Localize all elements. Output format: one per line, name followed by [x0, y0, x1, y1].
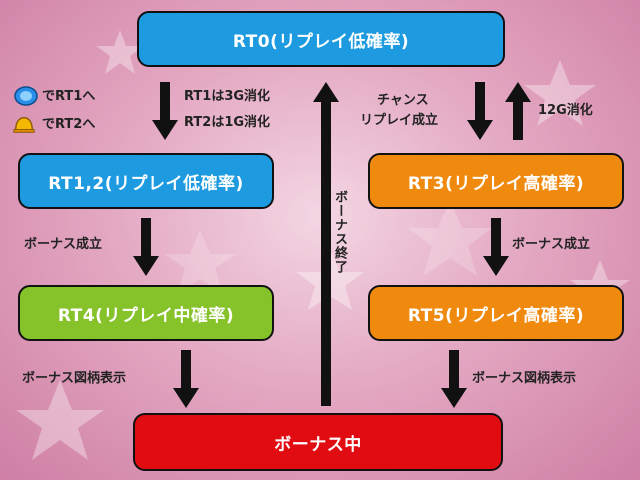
arrow-down-rt0-rt3 — [467, 82, 493, 140]
chance-label-line2: リプレイ成立 — [360, 113, 439, 128]
symbol-left-label: ボーナス図柄表示 — [22, 371, 127, 386]
arrow-down-rt0-rt12 — [152, 82, 178, 140]
arrow-up-rt12-rt0 — [313, 82, 339, 406]
rt5-box: RT5(リプレイ高確率) — [368, 285, 624, 341]
arrow-down-rt4-bonus — [173, 350, 199, 408]
arrow-down-rt3-rt5 — [483, 218, 509, 276]
bonus-box: ボーナス中 — [133, 413, 503, 471]
arrow-up-rt3-rt0 — [505, 82, 531, 140]
gold-bell-icon — [13, 116, 35, 133]
symbol-right-label: ボーナス図柄表示 — [472, 371, 577, 386]
rt12-box: RT1,2(リプレイ低確率) — [18, 153, 274, 209]
rt1-condition-label: RT1は3G消化 — [184, 89, 271, 104]
rt3-condition-label: 12G消化 — [538, 103, 593, 118]
rt5-label: RT5(リプレイ高確率) — [407, 305, 585, 326]
rt0-box: RT0(リプレイ低確率) — [137, 11, 505, 67]
rt2-condition-label: RT2は1G消化 — [184, 115, 271, 130]
rt3-box: RT3(リプレイ高確率) — [368, 153, 624, 209]
chance-label-line1: チャンス — [377, 93, 429, 108]
to-rt2-label: でRT2へ — [42, 117, 96, 132]
bonus-hit-right-label: ボーナス成立 — [512, 237, 591, 252]
rt3-label: RT3(リプレイ高確率) — [407, 173, 585, 194]
bonus-label: ボーナス中 — [274, 434, 362, 455]
arrow-down-rt12-rt4 — [133, 218, 159, 276]
rt4-box: RT4(リプレイ中確率) — [18, 285, 274, 341]
to-rt1-label: でRT1へ — [42, 89, 96, 104]
arrow-down-rt5-bonus — [441, 350, 467, 408]
rt12-label: RT1,2(リプレイ低確率) — [48, 173, 244, 194]
blue-coin-icon — [14, 86, 38, 106]
rt0-label: RT0(リプレイ低確率) — [232, 31, 410, 52]
bonus-hit-left-label: ボーナス成立 — [24, 237, 103, 252]
bonus-end-label: ボーナス終了 — [332, 190, 347, 274]
rt4-label: RT4(リプレイ中確率) — [57, 305, 235, 326]
